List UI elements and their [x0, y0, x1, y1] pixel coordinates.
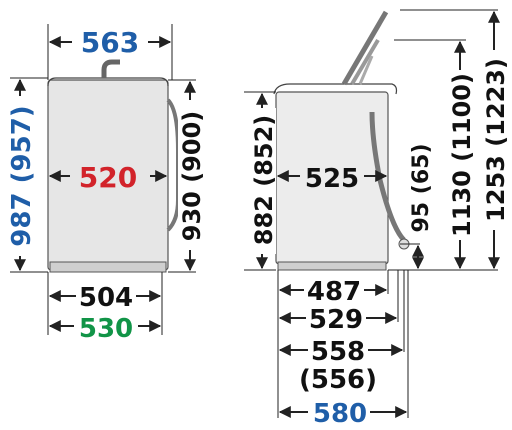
front-base-width-label: 504	[79, 283, 133, 313]
side-depth-487-label: 487	[307, 277, 361, 307]
front-base	[49, 261, 167, 273]
front-top-width-label: 563	[81, 26, 139, 59]
front-inner-width-label: 520	[79, 161, 137, 194]
front-drain-pipe	[166, 98, 180, 232]
side-lid-open-height-label: 1130 (1100)	[448, 73, 476, 237]
side-depth-label: 525	[305, 164, 359, 194]
front-body-height-label: 930 (900)	[178, 111, 206, 242]
side-depth-580-label: 580	[313, 399, 367, 429]
side-lid-top	[273, 83, 398, 95]
side-depth-556-label: (556)	[299, 365, 377, 395]
side-total-height-label: 1253 (1223)	[482, 58, 510, 222]
side-depth-529-label: 529	[309, 305, 363, 335]
side-body-height-label: 882 (852)	[250, 115, 278, 246]
front-view: 563 520 504 530 987 (957) 930 (900)	[4, 24, 206, 344]
front-hose	[101, 59, 120, 78]
side-base	[277, 261, 387, 271]
side-view: 882 (852) 525 95 (65) 1130 (1100) 1253 (…	[244, 9, 510, 429]
side-depth-558-label: 558	[311, 337, 365, 367]
front-lid	[47, 77, 169, 87]
front-bottom-width-label: 530	[79, 314, 133, 344]
side-hose-height-label: 95 (65)	[409, 144, 434, 233]
front-total-height-label: 987 (957)	[7, 105, 37, 246]
side-open-lid	[341, 10, 389, 86]
